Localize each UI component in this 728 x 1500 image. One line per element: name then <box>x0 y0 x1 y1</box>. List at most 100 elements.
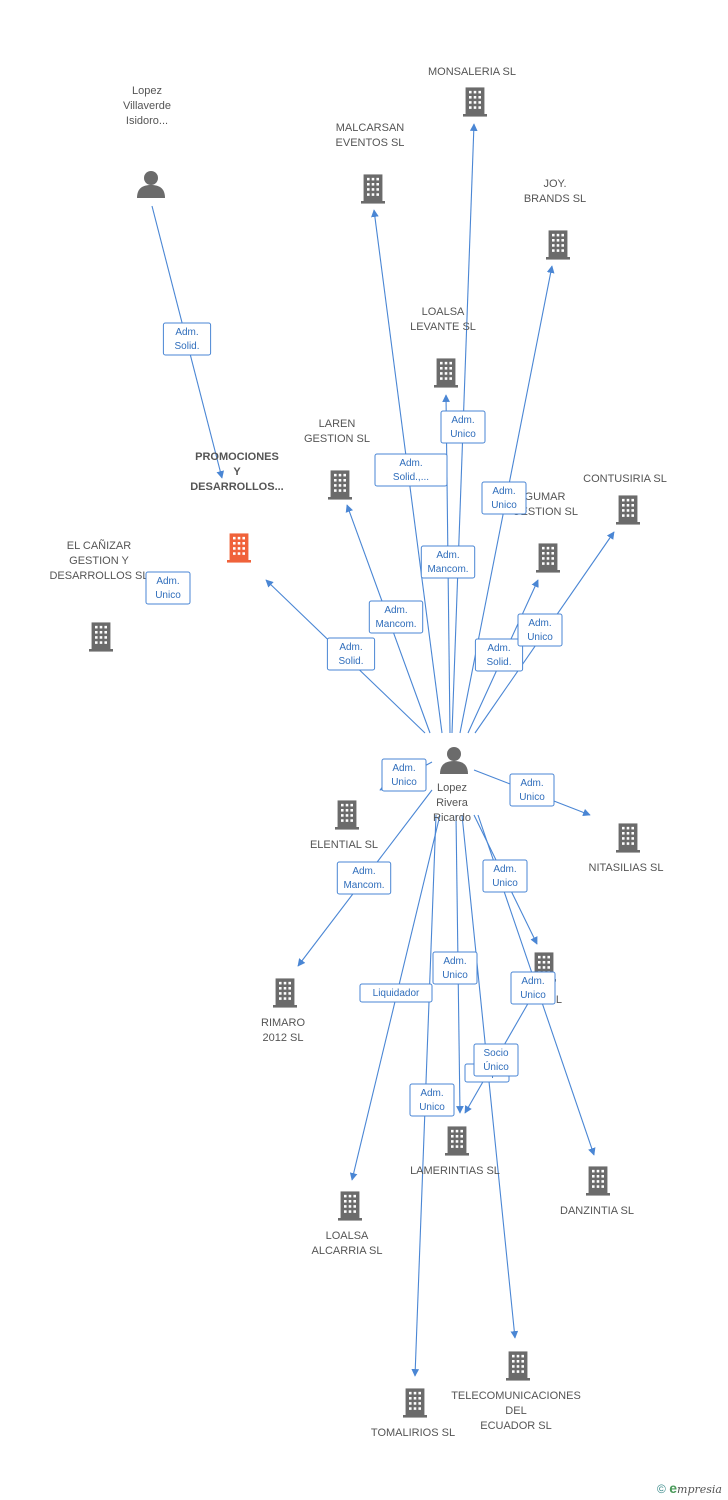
node-label: LOALSA <box>422 306 465 318</box>
node-label: Rivera <box>436 797 469 809</box>
role-badge-r7[interactable]: Adm.Mancom. <box>420 545 476 579</box>
role-badge-r15[interactable]: Adm.Unico <box>432 951 478 985</box>
node-label: ALCARRIA SL <box>312 1245 383 1257</box>
role-label: Unico <box>519 792 545 803</box>
person-icon <box>440 747 468 774</box>
building-icon <box>434 358 458 388</box>
node-label: MALCARSAN <box>336 122 405 134</box>
building-icon <box>361 174 385 204</box>
node-lamerintias[interactable]: LAMERINTIAS SL <box>410 1126 500 1177</box>
nodes-layer: MONSALERIA SL MALCARSAN EVENTOS SL JOY. BRAN… <box>49 66 666 1439</box>
building-icon <box>616 823 640 853</box>
node-label: JOY. <box>543 178 566 190</box>
role-badge-r14[interactable]: Adm. Unico <box>482 859 528 893</box>
building-icon <box>586 1166 610 1196</box>
role-badge-r17[interactable]: Adm.Unico <box>510 971 556 1005</box>
node-label: RIMARO <box>261 1017 305 1029</box>
role-label: Socio <box>483 1048 508 1059</box>
building-icon <box>328 470 352 500</box>
brand-logo-initial: e <box>669 1480 678 1496</box>
role-label: Adm. <box>339 642 362 653</box>
node-label: ECUADOR SL <box>480 1420 552 1432</box>
role-badge-r1[interactable]: Adm. Solid. <box>162 322 212 356</box>
node-label: GESTION SL <box>304 433 370 445</box>
role-badge-r13[interactable]: Adm.Mancom. <box>336 861 392 895</box>
node-label: DEL <box>505 1405 526 1417</box>
node-telecom[interactable]: TELECOMUNICACIONES DEL ECUADOR SL <box>451 1351 581 1432</box>
role-badge-r20[interactable]: Adm. Unico <box>409 1083 455 1117</box>
node-label: PROMOCIONES <box>195 451 279 463</box>
copyright-symbol: © <box>657 1482 666 1496</box>
role-badge-r3[interactable]: Adm. Solid.,... <box>374 453 448 487</box>
node-label: EL CAÑIZAR <box>67 539 131 552</box>
role-badge-r6[interactable]: Adm.Unico <box>440 410 486 444</box>
role-label: Solid. <box>338 656 363 667</box>
node-label: TELECOMUNICACIONES <box>451 1390 581 1402</box>
role-label: Mancom. <box>375 619 416 630</box>
node-label: DESARROLLOS... <box>190 481 284 493</box>
role-label: Unico <box>450 429 476 440</box>
role-label: Adm. <box>528 618 551 629</box>
node-label: Y <box>233 466 241 478</box>
role-label: Unico <box>419 1102 445 1113</box>
node-malcarsan[interactable]: MALCARSAN EVENTOS SL <box>336 122 405 204</box>
node-label: Ricardo <box>433 812 471 824</box>
node-danzintia[interactable]: DANZINTIA SL <box>560 1166 634 1217</box>
role-label: Unico <box>520 990 546 1001</box>
role-label: Adm. <box>493 864 516 875</box>
role-badge-r12[interactable]: Adm. Unico <box>509 773 555 807</box>
role-label: Adm. <box>399 458 422 469</box>
role-badge-r2[interactable]: Adm.Unico <box>145 571 191 605</box>
role-badge-r5[interactable]: Adm. Mancom. <box>368 600 424 634</box>
node-label: MONSALERIA SL <box>428 66 516 78</box>
node-elential[interactable]: ELENTIAL SL <box>310 800 378 851</box>
role-label: Adm. <box>384 605 407 616</box>
building-icon <box>445 1126 469 1156</box>
role-label: Solid.,... <box>393 472 429 483</box>
role-badge-r8[interactable]: Adm.Unico <box>481 481 527 515</box>
node-monsaleria[interactable]: MONSALERIA SL <box>428 66 516 117</box>
node-label: DANZINTIA SL <box>560 1205 634 1217</box>
role-badge-r9[interactable]: Adm. Solid. <box>474 638 524 672</box>
role-badge-r16[interactable]: Liquidador <box>359 983 433 1003</box>
role-label: Adm. <box>392 763 415 774</box>
role-label: Adm. <box>487 643 510 654</box>
building-icon <box>338 1191 362 1221</box>
node-label: Isidoro... <box>126 115 168 127</box>
role-label: Único <box>483 1060 509 1073</box>
node-joy[interactable]: JOY. BRANDS SL <box>524 178 586 260</box>
node-label: BRANDS SL <box>524 193 586 205</box>
node-contusiria[interactable]: CONTUSIRIA SL <box>583 473 667 525</box>
role-label: Unico <box>492 878 518 889</box>
role-label: Adm. <box>520 778 543 789</box>
building-icon <box>335 800 359 830</box>
role-label: Solid. <box>486 657 511 668</box>
role-badge-r10[interactable]: Adm.Unico <box>517 613 563 647</box>
role-badge-r11[interactable]: Adm.Unico <box>381 758 427 792</box>
node-lopezvillaverde[interactable]: LopezVillaverdeIsidoro... <box>123 85 171 198</box>
role-label: Liquidador <box>373 988 420 999</box>
role-label: Unico <box>491 500 517 511</box>
role-label: Adm. <box>156 576 179 587</box>
node-tomalirios[interactable]: TOMALIRIOS SL <box>371 1388 455 1439</box>
role-label: Solid. <box>174 341 199 352</box>
role-label: Adm. <box>420 1088 443 1099</box>
role-label: Adm. <box>175 327 198 338</box>
role-badge-r4[interactable]: Adm. Solid. <box>326 637 376 671</box>
role-label: Unico <box>442 970 468 981</box>
node-label: LAMERINTIAS SL <box>410 1165 500 1177</box>
node-label: Lopez <box>132 85 162 97</box>
role-label: Mancom. <box>343 880 384 891</box>
node-nitasilias[interactable]: NITASILIAS SL <box>589 823 664 874</box>
node-promociones[interactable]: PROMOCIONES Y DESARROLLOS... <box>190 451 284 563</box>
node-label: EVENTOS SL <box>336 137 405 149</box>
